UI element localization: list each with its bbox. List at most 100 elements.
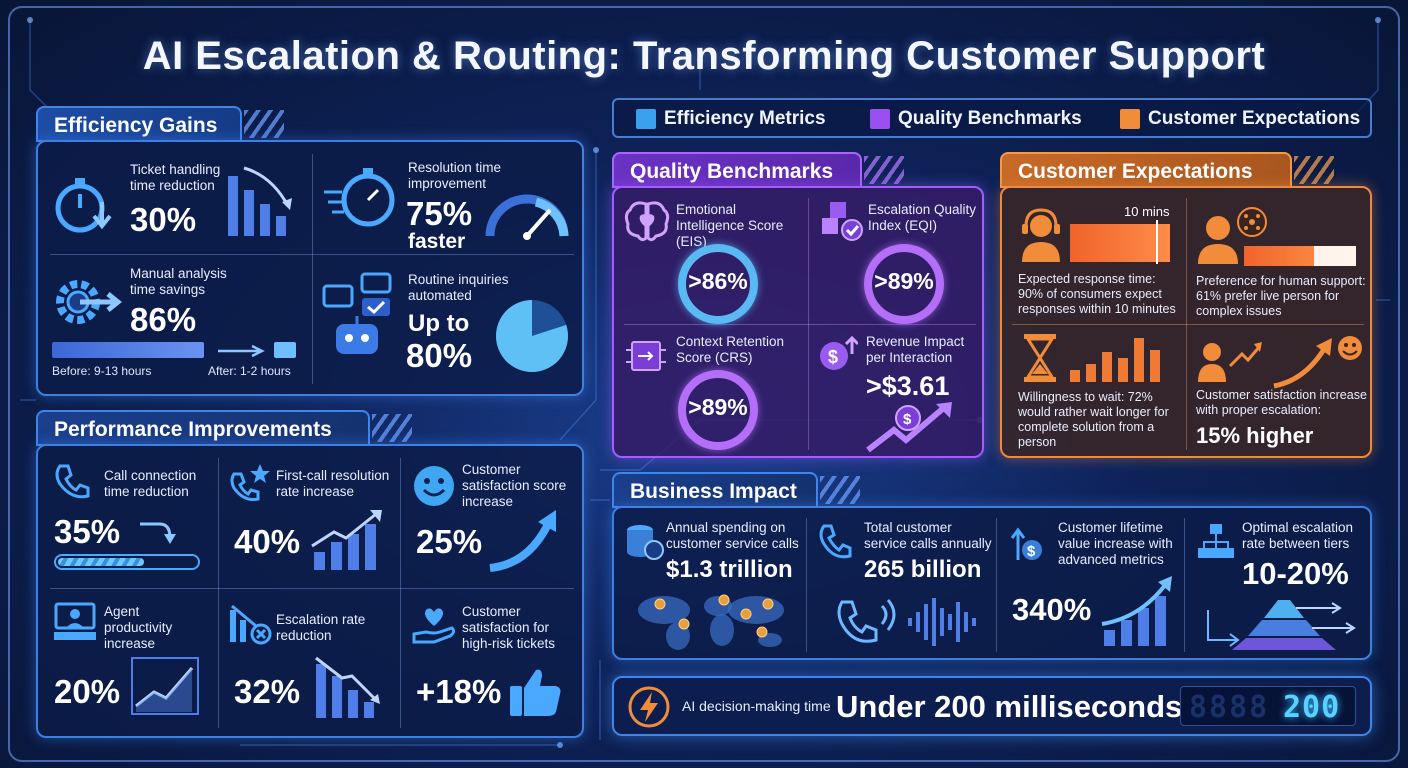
dollar-arrow-icon: $ [1010, 527, 1042, 560]
svg-text:$: $ [903, 411, 912, 428]
person-growth-icon [1198, 336, 1362, 389]
before-bar [52, 342, 204, 358]
customer-heading: Customer Expectations [1000, 152, 1292, 188]
response-bar [1070, 224, 1170, 262]
page-title: AI Escalation & Routing: Transforming Cu… [142, 34, 1266, 78]
heart-hand-icon [412, 608, 456, 644]
perf-label-4: Escalation rate reduction [276, 612, 366, 643]
svg-text:$: $ [828, 347, 838, 367]
performance-heading-text: Performance Improvements [54, 418, 332, 441]
decision-time-label: AI decision-making time [682, 698, 831, 714]
efficiency-heading-text: Efficiency Gains [54, 114, 218, 137]
perf-label-0: Call connection time reduction [104, 468, 197, 499]
growth-bars-icon [1101, 576, 1172, 646]
eqi-label: Escalation Quality Index (EQI) [868, 202, 977, 233]
chart-down-icon [230, 604, 272, 645]
phone-star-icon [230, 464, 270, 501]
digital-display: 8888 200 [1180, 686, 1356, 726]
efficiency-heading: Efficiency Gains [36, 106, 242, 142]
response-bar-marker [1156, 220, 1158, 264]
person-network-icon [1198, 207, 1267, 264]
routine-label: Routine inquiries automated [408, 272, 509, 303]
quality-panel: Emotional Intelligence Score (EIS) >86% … [612, 186, 984, 458]
perf-label-1: First-call resolution rate increase [276, 468, 390, 499]
progress-track [54, 554, 200, 570]
headset-agent-icon [1022, 208, 1060, 262]
phone-icon [55, 464, 90, 499]
escalation-value: 10-20% [1242, 556, 1349, 591]
eqi-ring: >89% [864, 244, 944, 324]
legend-item-efficiency: Efficiency Metrics [664, 108, 826, 129]
legend-swatch-customer [1120, 109, 1140, 129]
response-bar-label: 10 mins [1124, 204, 1170, 219]
after-bar [274, 342, 296, 358]
gauge-icon [485, 194, 569, 240]
routine-value: 80% [406, 337, 473, 374]
satisfaction-text: Customer satisfaction increase with prop… [1196, 388, 1367, 417]
dollar-up-icon: $ [820, 336, 858, 370]
performance-panel: Call connection time reduction 35% First… [36, 444, 584, 738]
perf-value-1: 40% [234, 523, 301, 560]
cubes-check-icon [822, 202, 863, 241]
human-bar-track [1314, 246, 1356, 266]
customer-stripes [1294, 156, 1334, 184]
spending-value: $1.3 trillion [666, 556, 793, 583]
display-digits: 200 [1283, 690, 1341, 725]
calls-value: 265 billion [864, 556, 982, 583]
chip-icon [626, 341, 666, 371]
lifetime-value: 340% [1012, 592, 1092, 627]
business-heading-text: Business Impact [630, 480, 797, 503]
display-ghost-digits: 8888 [1189, 690, 1270, 725]
customer-panel: 10 mins Expected response time: 90% of c… [1000, 186, 1372, 458]
crs-value: >89% [688, 394, 748, 420]
escalation-label: Optimal escalation rate between tiers [1242, 520, 1354, 551]
perf-label-2: Customer satisfaction score increase [462, 462, 567, 509]
legend-swatch-efficiency [636, 109, 656, 129]
crs-label: Context Retention Score (CRS) [676, 334, 785, 365]
bar-down-icon [228, 166, 292, 236]
resolution-value: 75% [406, 195, 473, 232]
routine-pie-chart [496, 300, 569, 372]
resolution-suffix: faster [408, 230, 466, 253]
lifetime-label: Customer lifetime value increase with ad… [1058, 520, 1173, 567]
curve-up-arrow-icon [489, 510, 556, 572]
human-text: Preference for human support: 61% prefer… [1196, 274, 1366, 318]
perf-value-5: +18% [416, 673, 502, 710]
world-map-icon [638, 594, 784, 650]
curve-arrow-icon [140, 522, 176, 544]
manual-value: 86% [130, 301, 197, 338]
wait-bar-chart [1070, 338, 1160, 382]
brain-heart-icon [624, 201, 670, 242]
phone-call-icon [819, 524, 852, 559]
eis-label: Emotional Intelligence Score (EIS) [676, 202, 784, 249]
business-stripes [820, 476, 860, 504]
performance-stripes [372, 414, 412, 442]
manual-label: Manual analysis time savings [130, 266, 227, 297]
crs-ring: >89% [678, 370, 758, 450]
quality-heading-text: Quality Benchmarks [630, 160, 834, 183]
database-coin-icon [627, 525, 664, 560]
decision-time-value: Under 200 milliseconds [836, 689, 1183, 724]
perf-label-3: Agent productivity increase [104, 604, 173, 651]
satisfaction-value: 15% higher [1196, 423, 1314, 448]
resolution-label: Resolution time improvement [408, 160, 502, 191]
stopwatch-down-icon [55, 178, 112, 233]
bar-decline-icon [315, 656, 380, 718]
perf-value-3: 20% [54, 673, 121, 710]
outer-frame [8, 6, 1400, 762]
sound-wave-icon [837, 598, 976, 646]
efficiency-stripes [244, 110, 284, 138]
agent-desk-icon [54, 602, 96, 640]
progress-fill [58, 558, 144, 566]
perf-value-2: 25% [416, 523, 483, 560]
quality-stripes [864, 156, 904, 184]
lightning-icon [628, 686, 670, 728]
eqi-value: >89% [874, 268, 934, 294]
legend-item-customer: Customer Expectations [1148, 108, 1361, 129]
perf-value-0: 35% [54, 513, 121, 550]
legend-item-quality: Quality Benchmarks [898, 108, 1082, 129]
performance-heading: Performance Improvements [36, 410, 370, 446]
calls-label: Total customer service calls annually [864, 520, 992, 551]
hierarchy-icon [1198, 524, 1234, 558]
